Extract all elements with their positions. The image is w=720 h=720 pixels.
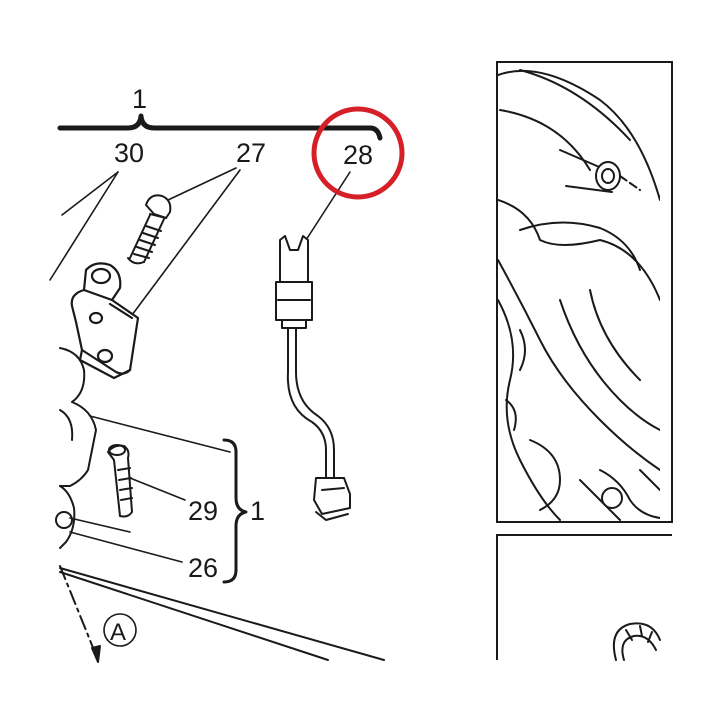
callout-label-30: 30 <box>114 138 144 168</box>
highlight-circle <box>311 106 405 200</box>
assembly-brace-right <box>222 438 248 584</box>
leader-lines <box>49 167 351 563</box>
callout-label-27: 27 <box>236 138 266 168</box>
screw-part-27 <box>127 194 172 265</box>
sensor-part-28 <box>275 235 351 521</box>
callout-label-29: 29 <box>188 496 218 526</box>
assembly-brace-top <box>57 113 383 141</box>
view-marker-label: A <box>110 619 126 646</box>
callout-label-26: 26 <box>188 553 218 583</box>
mounting-body <box>55 347 97 549</box>
callout-label-1-top: 1 <box>132 84 147 114</box>
axis-lines <box>59 565 385 663</box>
detail-panel-bottom <box>496 534 672 661</box>
bracket-part-30 <box>70 262 140 380</box>
callout-label-1-right: 1 <box>250 496 265 526</box>
detail-panel-top <box>496 61 673 523</box>
view-marker-circle <box>103 613 137 647</box>
callout-label-28: 28 <box>343 140 373 170</box>
set-screw-part-29 <box>107 444 133 518</box>
